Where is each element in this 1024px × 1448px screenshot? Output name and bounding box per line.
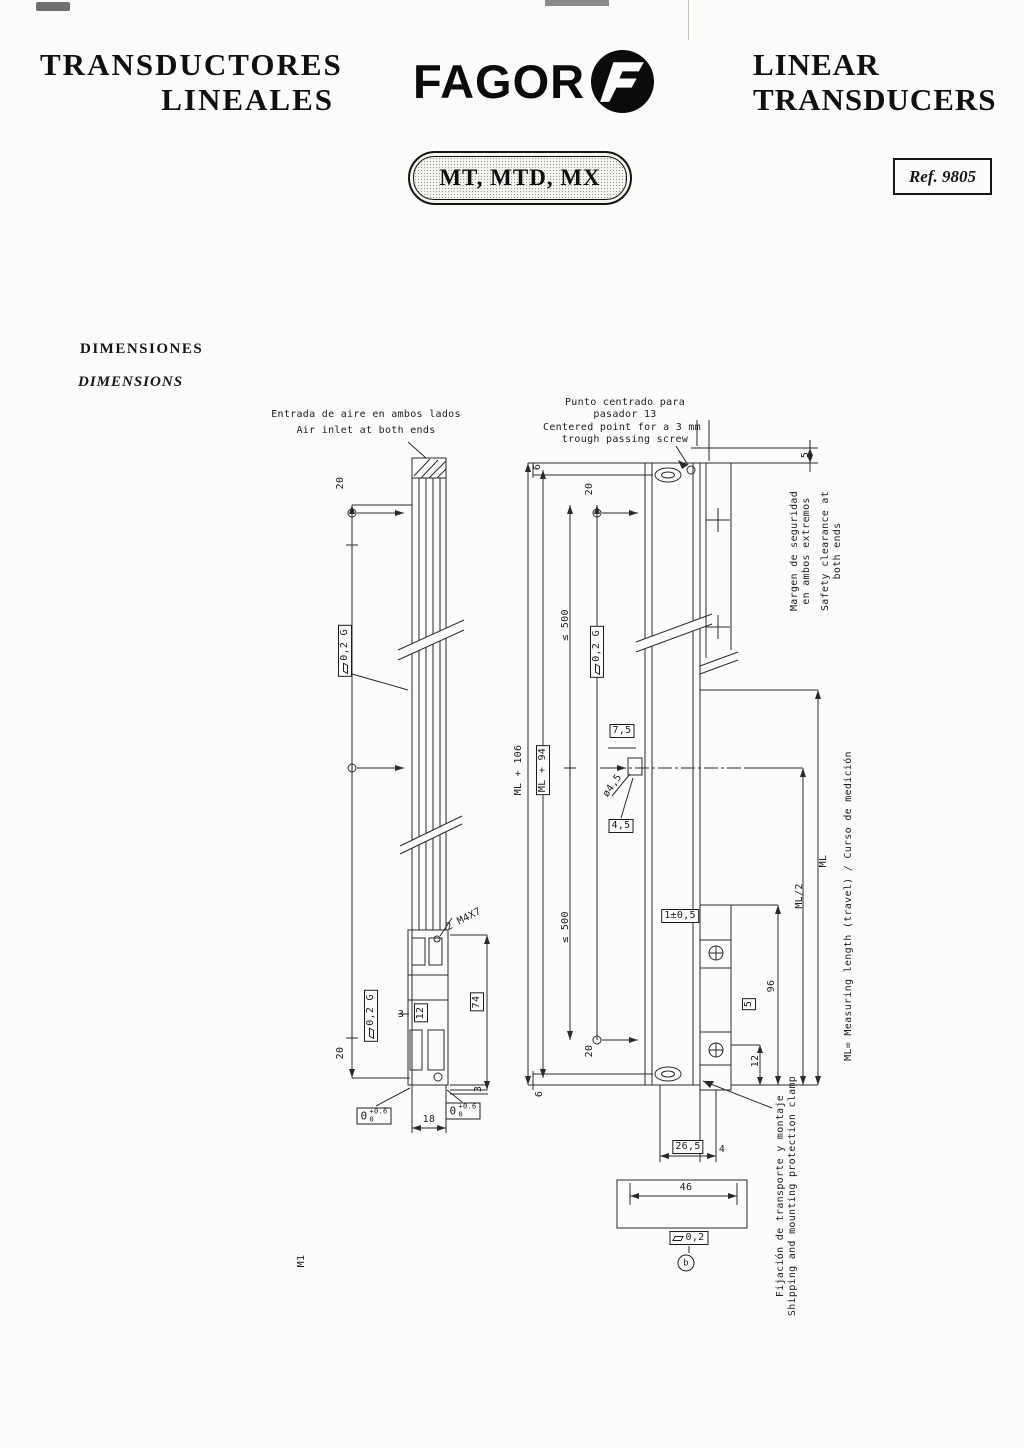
- dim-5-boxed: 5: [742, 997, 756, 1011]
- dim-18: 18: [422, 1114, 436, 1125]
- title-spanish-line1: TRANSDUCTORES: [40, 47, 343, 82]
- dim-5-top: 5: [800, 451, 811, 459]
- dim-96: 96: [766, 979, 777, 993]
- dim-20-left-top: 20: [335, 476, 346, 490]
- fagor-logo-text: FAGOR: [413, 55, 586, 108]
- annotation-safety-es2: en ambos extremos: [801, 497, 812, 605]
- scan-smudge: [36, 2, 70, 11]
- dim-12-boxed: 12: [414, 1003, 428, 1023]
- flatness-symbol-icon: [594, 663, 600, 676]
- flatness-symbol-icon: [672, 1235, 684, 1241]
- flatness-value: 0,2 G: [365, 994, 376, 1026]
- annotation-centered-point-en1: Centered point for a 3 mm: [542, 422, 702, 433]
- flatness-value: 0,2 G: [339, 629, 350, 661]
- dim-1-tolerance-boxed: 1±0,5: [661, 909, 699, 923]
- annotation-centered-point-es2: pasador 13: [593, 409, 657, 420]
- annotation-safety-es1: Margen de seguridad: [789, 490, 800, 612]
- dim-6-bottom: 6: [534, 1090, 545, 1098]
- dim-ml: ML: [818, 854, 829, 868]
- dim-ml-half: ML/2: [794, 883, 805, 909]
- tolerance-upper: +0.6: [369, 1107, 388, 1116]
- annotation-centered-point-es1: Punto centrado para: [564, 397, 686, 408]
- tolerance-lower: 0: [458, 1110, 463, 1118]
- annotation-ml-legend: ML= Measuring length (travel) / Curso de…: [843, 751, 854, 1061]
- annotation-safety-en2: both ends: [832, 522, 843, 580]
- dim-500-top: ≤ 500: [560, 609, 571, 641]
- dim-20-right-top: 20: [584, 482, 595, 496]
- dim-ml-plus-106: ML + 106: [513, 744, 524, 796]
- dim-12-right: 12: [750, 1054, 761, 1068]
- title-english-line1: LINEAR: [753, 47, 880, 82]
- dim-26-5-boxed: 26,5: [672, 1140, 704, 1154]
- tolerance-nominal: 0: [360, 1109, 368, 1122]
- annotation-centered-point-en2: trough passing screw: [561, 434, 689, 445]
- view-label-m1: M1: [296, 1254, 307, 1268]
- flatness-callout-left2: 0,2 G: [364, 990, 378, 1042]
- reference-box: Ref. 9805: [893, 158, 992, 195]
- datum-b-circle: b: [677, 1254, 695, 1272]
- tolerance-lower: 0: [369, 1115, 374, 1123]
- flatness-value: 0,2 G: [591, 630, 602, 662]
- section-heading-es: DIMENSIONES: [80, 341, 204, 357]
- flatness-callout-right: 0,2 G: [590, 626, 604, 678]
- annotation-safety-en1: Safety clearance at: [820, 490, 831, 612]
- section-heading-en: DIMENSIONS: [78, 374, 184, 390]
- dim-7-5-boxed: 7,5: [609, 724, 635, 738]
- dim-3: 3: [397, 1009, 405, 1020]
- dim-20-right-bottom: 20: [584, 1044, 595, 1058]
- flatness-symbol-icon: [368, 1027, 374, 1040]
- fagor-logo: FAGOR: [413, 50, 655, 113]
- flatness-callout-bottom: 0,2: [669, 1231, 709, 1245]
- fagor-logo-icon: [591, 50, 655, 113]
- title-spanish: TRANSDUCTORES LINEALES: [40, 47, 343, 117]
- annotation-clamp-en: Shipping and mounting protection clamp: [787, 1075, 798, 1317]
- tolerance-upper: +0.6: [458, 1102, 477, 1111]
- annotation-air-inlet-es: Entrada de aire en ambos lados: [271, 409, 461, 420]
- scan-smudge: [545, 0, 609, 6]
- models-badge: MT, MTD, MX: [408, 151, 632, 205]
- dim-6-top: 6: [532, 463, 543, 471]
- annotation-clamp-es: Fijación de transporte y montaje: [775, 1094, 786, 1298]
- dim-4: 4: [718, 1144, 726, 1155]
- scan-crease: [688, 0, 689, 40]
- dim-3-bottom: 3: [473, 1085, 484, 1093]
- title-english-line2: TRANSDUCERS: [753, 81, 997, 117]
- title-english: LINEAR TRANSDUCERS: [753, 47, 1003, 117]
- flatness-symbol-icon: [342, 662, 348, 675]
- dim-4-5-boxed: 4,5: [608, 819, 634, 833]
- dim-ml-plus-94: ML + 94: [536, 744, 550, 796]
- models-badge-label: MT, MTD, MX: [413, 156, 627, 200]
- tolerance-nominal: 0: [449, 1104, 457, 1117]
- annotation-air-inlet-en: Air inlet at both ends: [296, 425, 436, 436]
- dim-20-left-bottom: 20: [335, 1046, 346, 1060]
- dim-500-bottom: ≤ 500: [560, 911, 571, 943]
- flatness-callout-left: 0,2 G: [338, 625, 352, 677]
- title-spanish-line2: LINEALES: [161, 81, 334, 117]
- dim-74-boxed: 74: [470, 992, 484, 1012]
- datum-b-label: b: [677, 1254, 695, 1272]
- dim-46: 46: [679, 1182, 693, 1193]
- flatness-value: 0,2: [685, 1232, 705, 1243]
